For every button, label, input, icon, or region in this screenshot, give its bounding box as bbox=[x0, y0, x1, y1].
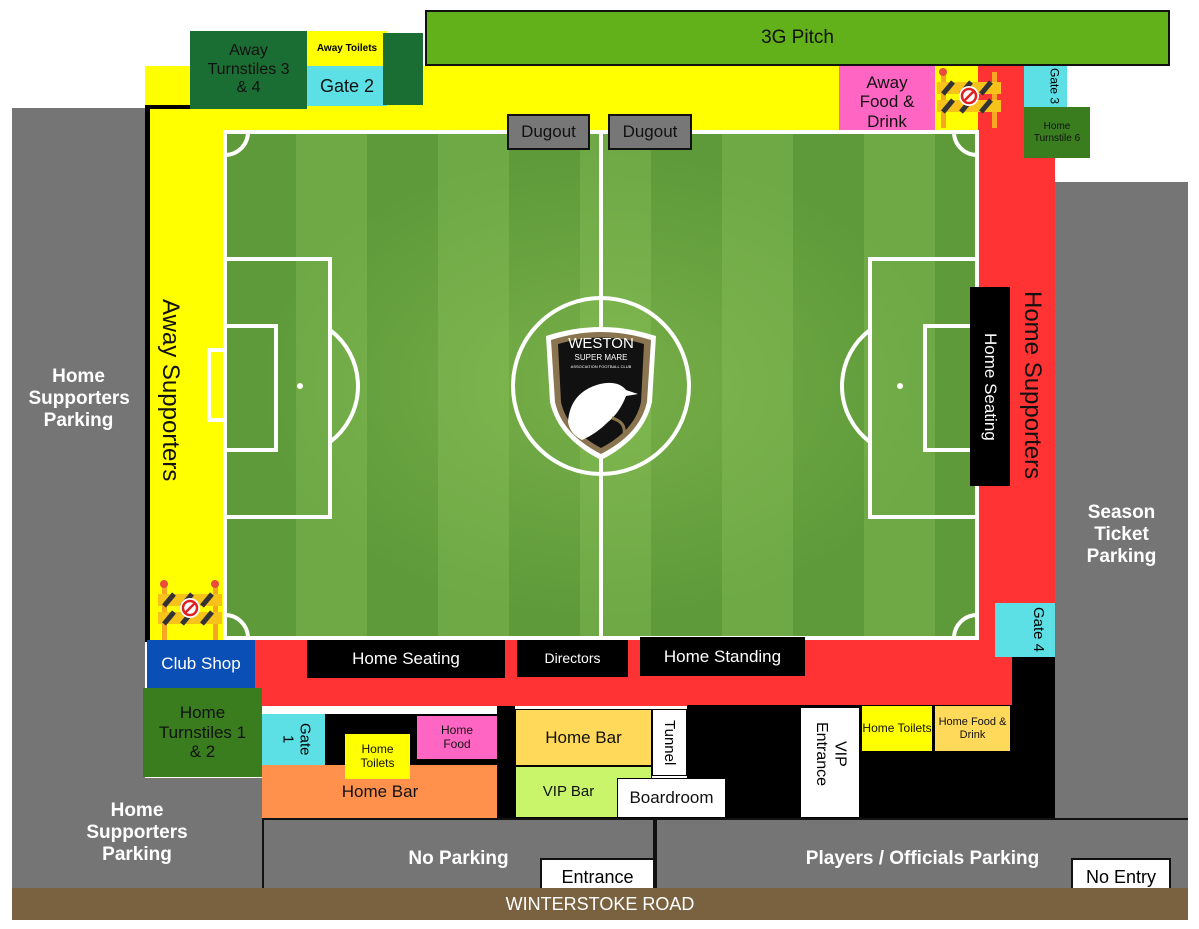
3g-pitch: 3G Pitch bbox=[425, 10, 1170, 66]
barrier-icon bbox=[158, 580, 222, 640]
boardroom: Boardroom bbox=[617, 778, 726, 818]
club-crest: WESTON SUPER MARE ASSOCIATION FOOTBALL C… bbox=[540, 322, 662, 462]
parking-label: Season Ticket Parking bbox=[1086, 502, 1157, 567]
directors: Directors bbox=[517, 640, 628, 677]
home-toilets-left: Home Toilets bbox=[345, 734, 410, 779]
home-supporters-label: Home Supporters bbox=[1018, 290, 1046, 480]
home-seating-label: Home Seating bbox=[980, 332, 1000, 441]
away-supporters-label: Away Supporters bbox=[156, 298, 184, 482]
gate-4[interactable]: Gate 4 bbox=[995, 603, 1055, 657]
away-block bbox=[383, 33, 423, 105]
tunnel: Tunnel bbox=[652, 709, 687, 776]
black-area-right bbox=[1012, 657, 1055, 818]
home-turnstile-6: Home Turnstile 6 bbox=[1024, 107, 1090, 158]
gate-3-label: Gate 3 bbox=[1047, 68, 1062, 105]
parking-label: Home Supporters Parking bbox=[28, 366, 130, 431]
away-food-drink: Away Food & Drink bbox=[839, 66, 935, 138]
barrier-icon bbox=[937, 68, 1001, 128]
crest-name: WESTON bbox=[568, 335, 634, 352]
parking-label: Home Supporters Parking bbox=[86, 800, 188, 865]
gate-4-label: Gate 4 bbox=[1030, 607, 1047, 653]
gate-3[interactable]: Gate 3 bbox=[1024, 66, 1067, 107]
winterstoke-road: WINTERSTOKE ROAD bbox=[12, 888, 1188, 920]
crest-club: ASSOCIATION FOOTBALL CLUB bbox=[570, 364, 632, 369]
home-toilets-right: Home Toilets bbox=[862, 706, 932, 751]
gate-2[interactable]: Gate 2 bbox=[307, 66, 387, 106]
entrance[interactable]: Entrance bbox=[540, 858, 655, 888]
home-supporters-parking-bottom: Home Supporters Parking bbox=[12, 778, 262, 888]
home-food: Home Food bbox=[417, 716, 497, 759]
vip-entrance-label: VIP Entrance bbox=[813, 721, 849, 787]
home-supporters-parking-left: Home Supporters Parking bbox=[12, 108, 145, 888]
away-stand-left bbox=[145, 105, 227, 642]
tunnel-label: Tunnel bbox=[661, 719, 679, 766]
home-seating-right: Home Seating bbox=[970, 287, 1010, 486]
dugout-left: Dugout bbox=[507, 114, 590, 150]
players-parking-label: Players / Officials Parking bbox=[805, 848, 1040, 870]
vip-entrance[interactable]: VIP Entrance bbox=[800, 707, 860, 818]
season-ticket-parking: Season Ticket Parking bbox=[1055, 182, 1188, 888]
gate-1-label: Gate 1 bbox=[279, 723, 314, 756]
home-food-drink: Home Food & Drink bbox=[935, 706, 1010, 751]
home-standing: Home Standing bbox=[640, 637, 805, 676]
club-shop: Club Shop bbox=[147, 640, 255, 688]
home-bar-middle: Home Bar bbox=[515, 709, 652, 766]
no-entry: No Entry bbox=[1071, 858, 1171, 888]
away-turnstiles: Away Turnstiles 3 & 4 bbox=[190, 31, 307, 109]
dugout-right: Dugout bbox=[608, 114, 692, 150]
black-gap bbox=[497, 706, 515, 818]
home-seating-bottom: Home Seating bbox=[307, 640, 505, 678]
away-toilets: Away Toilets bbox=[307, 31, 387, 66]
home-turnstiles-1-2: Home Turnstiles 1 & 2 bbox=[143, 688, 262, 777]
crest-subname: SUPER MARE bbox=[574, 353, 628, 362]
no-parking-label: No Parking bbox=[408, 848, 509, 870]
gate-1[interactable]: Gate 1 bbox=[262, 714, 325, 765]
seagull-logo-icon bbox=[546, 327, 656, 460]
